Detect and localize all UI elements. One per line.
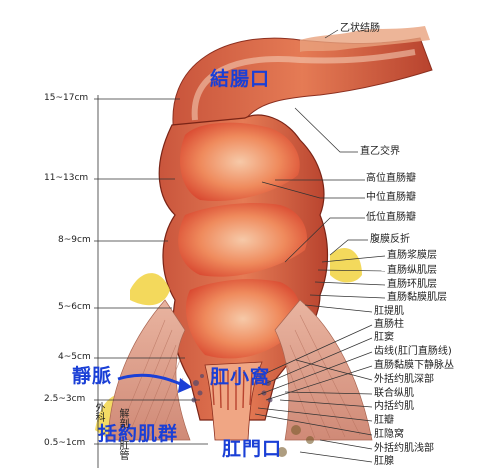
scale-mark: 5~6cm — [58, 302, 91, 312]
right-label: 肛瓣 — [374, 415, 394, 426]
right-label: 高位直肠瓣 — [366, 173, 416, 184]
right-label: 中位直肠瓣 — [366, 192, 416, 203]
right-label: 腹膜反折 — [370, 234, 410, 245]
scale-mark: 2.5~3cm — [44, 394, 86, 404]
right-label: 外括约肌深部 — [374, 374, 434, 385]
right-label: 联合纵肌 — [374, 388, 414, 399]
right-label: 低位直肠瓣 — [366, 212, 416, 223]
anal-canal — [204, 361, 263, 441]
fat-left — [130, 273, 170, 306]
right-label: 直肠柱 — [374, 319, 404, 330]
fat-right — [330, 247, 362, 283]
rectal-ampulla-upper — [180, 122, 300, 201]
right-label: 直肠环肌层 — [387, 279, 437, 290]
right-label: 外括约肌浅部 — [374, 443, 434, 454]
rectal-ampulla-middle — [178, 203, 308, 277]
scale-mark: 4~5cm — [58, 352, 91, 362]
right-label: 直肠黏膜肌层 — [387, 292, 447, 303]
anal-crypt-annotation: 肛小窩 — [210, 366, 271, 388]
vertical-label-anatomical: 解剖 — [117, 408, 128, 428]
right-label: 内括约肌 — [374, 401, 414, 412]
veins-annotation: 靜脈 — [72, 365, 113, 387]
sphincter-left — [107, 299, 191, 441]
right-label: 肛隐窝 — [374, 429, 404, 440]
right-label: 肛提肌 — [374, 306, 404, 317]
vertical-label-surgical: 外科 — [93, 402, 104, 422]
sphincter-group-annotation: 括約肌群 — [98, 423, 179, 445]
anus-annotation: 肛門口 — [222, 438, 283, 460]
vertical-label-anal-canal: 肛管 — [117, 440, 128, 460]
rectal-ampulla-lower — [185, 279, 300, 359]
right-label: 直肠黏膜下静脉丛 — [374, 360, 454, 371]
right-label: 肛窦 — [374, 332, 394, 343]
venous-plexus-left — [191, 374, 204, 403]
right-label: 肛腺 — [374, 456, 394, 467]
vein-arrow — [117, 373, 192, 393]
scale-mark: 15~17cm — [44, 93, 89, 103]
right-label: 齿线(肛门直肠线) — [374, 346, 452, 357]
right-label: 直肠浆膜层 — [387, 250, 437, 261]
scale-mark: 8~9cm — [58, 235, 91, 245]
right-label: 直乙交界 — [360, 146, 400, 157]
scale-mark: 0.5~1cm — [44, 438, 86, 448]
sigmoid-colon-label: 乙状结肠 — [340, 23, 380, 34]
colon-opening-annotation: 結腸口 — [210, 68, 271, 90]
right-label: 直肠纵肌层 — [387, 265, 437, 276]
scale-mark: 11~13cm — [44, 173, 89, 183]
